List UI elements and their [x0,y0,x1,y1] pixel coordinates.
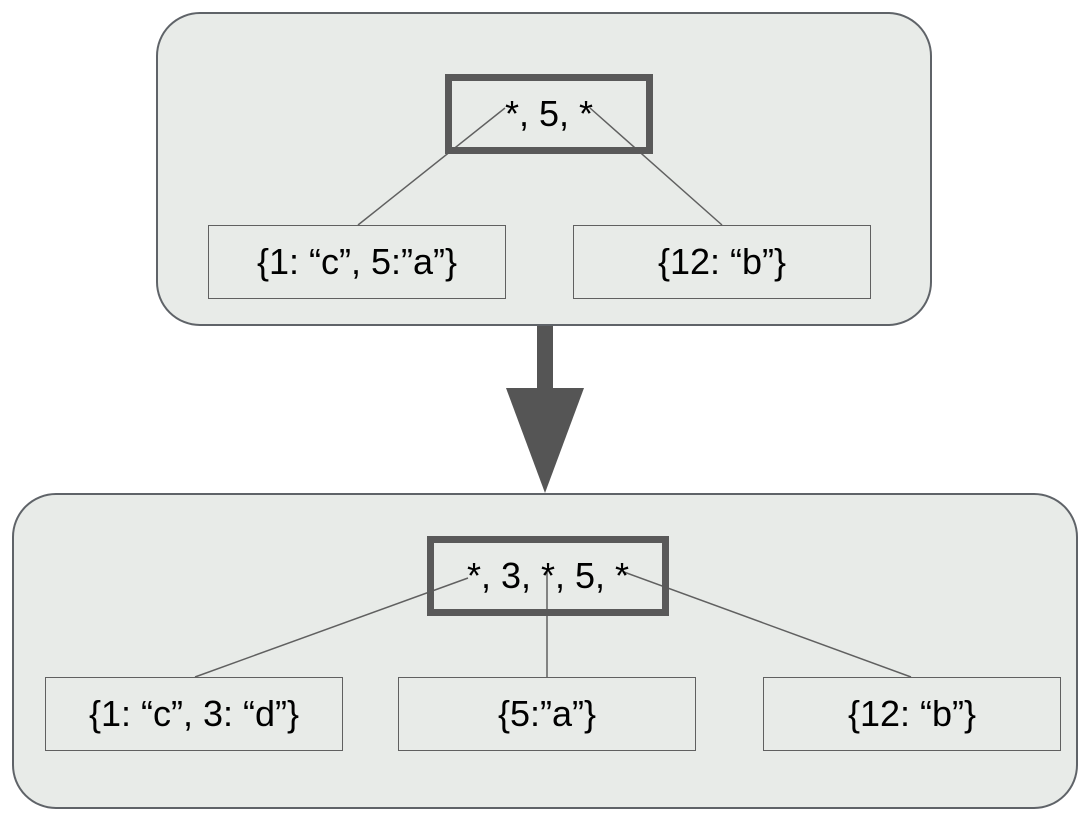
after-leaf-middle: {5:”a”} [398,677,696,751]
before-leaf-left: {1: “c”, 5:”a”} [208,225,506,299]
before-panel [156,12,932,326]
before-leaf-left-label: {1: “c”, 5:”a”} [256,241,458,282]
before-leaf-right: {12: “b”} [573,225,871,299]
after-leaf-middle-label: {5:”a”} [497,693,597,734]
after-leaf-right: {12: “b”} [763,677,1061,751]
after-leaf-right-label: {12: “b”} [847,693,977,734]
before-root-label: *, 5, * [504,93,594,134]
before-leaf-right-label: {12: “b”} [657,241,787,282]
after-leaf-left-label: {1: “c”, 3: “d”} [88,693,300,734]
after-root-node: *, 3, *, 5, * [427,536,669,616]
down-arrow-icon [506,326,584,493]
after-leaf-left: {1: “c”, 3: “d”} [45,677,343,751]
after-root-label: *, 3, *, 5, * [466,555,630,596]
before-root-node: *, 5, * [445,74,653,154]
